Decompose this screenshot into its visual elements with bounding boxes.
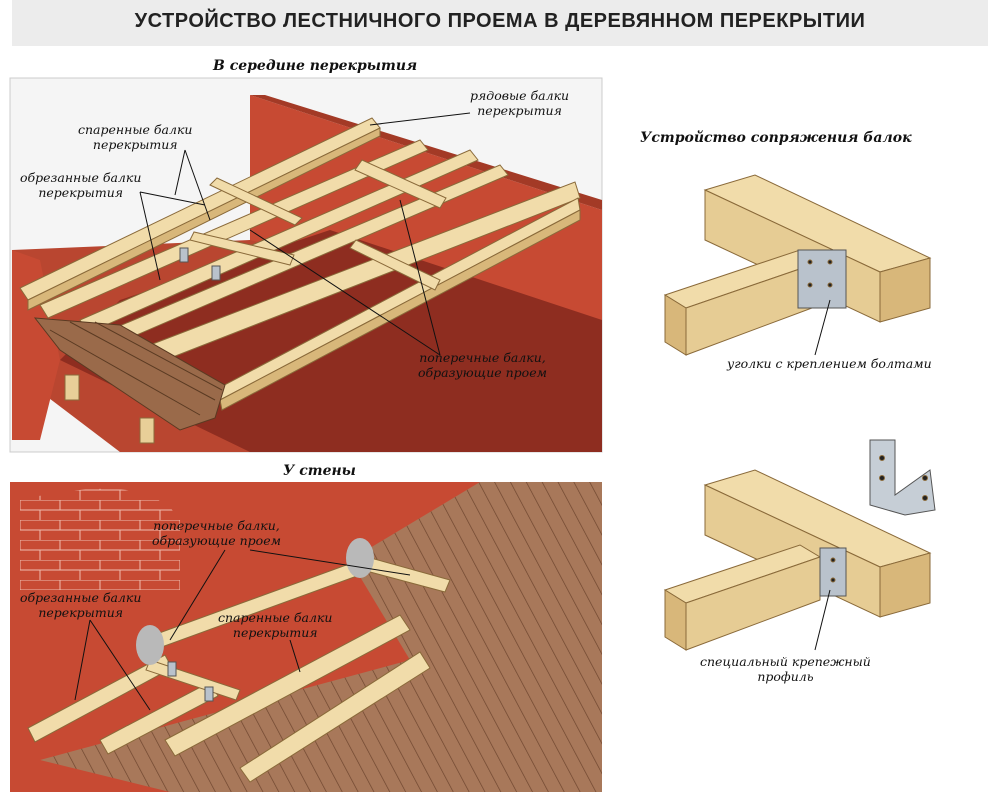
page-title: УСТРОЙСТВО ЛЕСТНИЧНОГО ПРОЕМА В ДЕРЕВЯНН… xyxy=(134,10,866,32)
bolt-angle-icon xyxy=(797,249,847,309)
top-panel xyxy=(9,77,603,453)
bottom-panel-caption: У стены xyxy=(283,463,356,479)
joint-section-caption: Устройство сопряжения балок xyxy=(640,130,912,146)
top-panel-caption: В середине перекрытия xyxy=(213,58,418,74)
bracket-icon xyxy=(167,661,177,677)
cross-beams xyxy=(189,159,447,291)
joint-detail-bolted xyxy=(663,174,932,356)
profile-icon xyxy=(819,547,847,597)
label-bolt-angles: уголки с креплением болтами xyxy=(727,356,932,371)
bottom-leaders xyxy=(74,549,411,711)
label-cross-beams: поперечные балки,образующие проем xyxy=(418,350,547,380)
label-cross-beams-wall: поперечные балки,образующие проем xyxy=(152,518,281,548)
brick-wall xyxy=(20,488,180,590)
bracket-icon xyxy=(204,686,214,702)
bottom-panel xyxy=(10,482,602,792)
regular-beams xyxy=(19,117,581,411)
floor-boards xyxy=(40,482,602,792)
title-bar xyxy=(12,0,988,46)
hanger-profile-icon xyxy=(869,439,936,516)
joint-detail-profile xyxy=(663,439,936,651)
bracket-icon xyxy=(211,265,221,281)
top-leaders xyxy=(139,112,471,356)
bracket-icon xyxy=(179,247,189,263)
deck-boards xyxy=(33,317,226,444)
